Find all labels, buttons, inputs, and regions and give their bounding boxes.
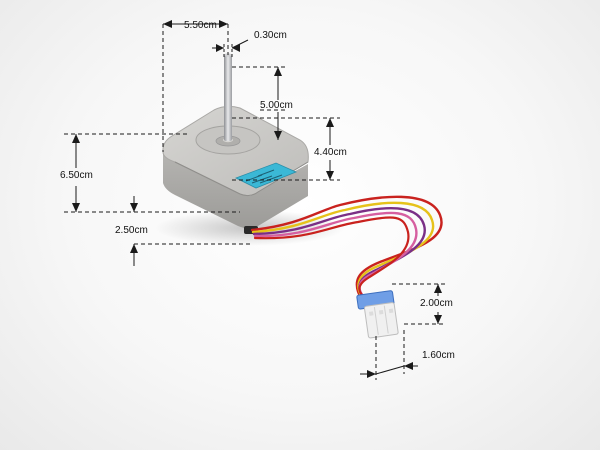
dim-label-shaft-offset: 5.50cm	[184, 20, 217, 31]
dim-label-base-height: 2.50cm	[115, 225, 148, 236]
dim-label-body-height: 6.50cm	[60, 170, 93, 181]
dimension-arrows	[72, 20, 442, 378]
dim-label-connector-height: 2.00cm	[420, 298, 453, 309]
dim-label-side-height: 4.40cm	[314, 147, 347, 158]
wire-connector	[356, 290, 399, 339]
dim-label-shaft-diameter: 0.30cm	[254, 30, 287, 41]
dim-label-shaft-length: 5.00cm	[260, 100, 293, 111]
wire-harness	[250, 195, 443, 310]
motor-shaft	[224, 55, 232, 141]
dim-label-connector-width: 1.60cm	[422, 350, 455, 361]
product-label	[235, 162, 298, 189]
